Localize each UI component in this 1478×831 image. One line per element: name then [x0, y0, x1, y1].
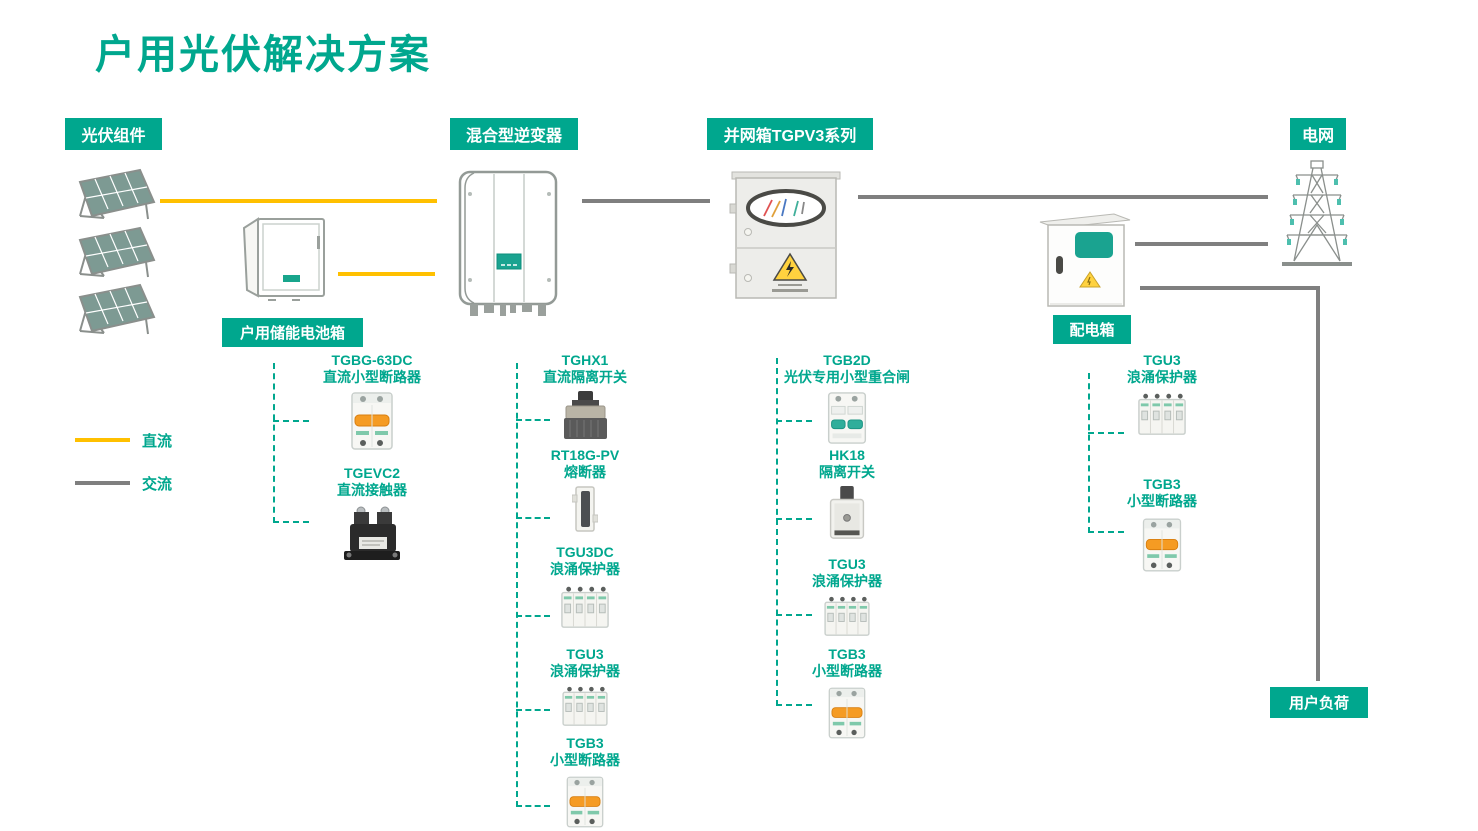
dashed-branch — [776, 420, 812, 422]
dashed-branch — [516, 419, 550, 421]
badge-distribution-box: 配电箱 — [1053, 315, 1131, 344]
component-item: TGB3 小型断路器 — [772, 646, 922, 741]
component-desc: 浪涌保护器 — [812, 573, 882, 589]
battery-cabinet-icon — [238, 212, 330, 302]
component-model: TGB3 — [1143, 476, 1181, 492]
product-image — [1138, 515, 1186, 575]
dashed-branch — [516, 805, 550, 807]
component-desc: 直流小型断路器 — [323, 369, 421, 385]
ac-line-gridbox-to-grid — [858, 195, 1268, 199]
component-model: TGB2D — [823, 352, 871, 368]
product-image — [572, 486, 598, 532]
legend-dc-line — [75, 438, 130, 442]
component-model: TGB3 — [566, 735, 604, 751]
product-image — [828, 486, 866, 542]
component-model: TGB3 — [828, 646, 866, 662]
component-desc: 直流隔离开关 — [543, 369, 627, 385]
product-image — [1137, 391, 1187, 437]
dashed-connector-distbox — [1088, 373, 1090, 533]
component-desc: 光伏专用小型重合闸 — [784, 369, 910, 385]
product-image — [821, 595, 873, 637]
legend-ac-line — [75, 481, 130, 485]
distribution-box-icon — [1038, 208, 1132, 312]
component-model: TGU3 — [1143, 352, 1181, 368]
badge-user-load: 用户负荷 — [1270, 687, 1368, 718]
component-item: TGB3 小型断路器 — [520, 735, 650, 830]
product-image — [560, 583, 610, 631]
component-model: TGU3 — [828, 556, 866, 572]
inverter-cabinet-icon — [452, 168, 560, 318]
dc-line-pv-to-inverter — [160, 199, 437, 203]
product-image — [559, 685, 611, 727]
ac-line-distbox-to-load-h — [1140, 286, 1320, 290]
dashed-branch — [516, 615, 550, 617]
product-image — [824, 685, 870, 741]
dashed-connector-battery — [273, 363, 275, 523]
product-image — [562, 774, 608, 830]
dashed-branch — [1088, 432, 1124, 434]
grid-connection-box-icon — [728, 166, 844, 304]
component-desc: 小型断路器 — [812, 663, 882, 679]
component-desc: 直流接触器 — [337, 482, 407, 498]
dashed-connector-gridbox — [776, 358, 778, 706]
component-desc: 浪涌保护器 — [1127, 369, 1197, 385]
dc-line-battery-to-inverter — [338, 272, 435, 276]
component-desc: 浪涌保护器 — [550, 663, 620, 679]
component-item: TGEVC2 直流接触器 — [307, 465, 437, 564]
dashed-branch — [776, 518, 812, 520]
component-desc: 隔离开关 — [819, 464, 875, 480]
legend-dc-label: 直流 — [142, 433, 173, 450]
ac-line-inverter-to-gridbox — [582, 199, 710, 203]
dashed-branch — [776, 704, 812, 706]
component-desc: 小型断路器 — [1127, 493, 1197, 509]
product-image — [823, 391, 871, 445]
dashed-branch — [516, 517, 550, 519]
product-image — [343, 391, 401, 451]
dashed-branch — [516, 709, 550, 711]
solar-panel-icon — [66, 166, 156, 224]
legend-ac-label: 交流 — [142, 476, 173, 493]
dashed-branch — [273, 521, 309, 523]
component-item: TGBG-63DC 直流小型断路器 — [307, 352, 437, 451]
component-model: TGBG-63DC — [331, 352, 413, 368]
dashed-branch — [273, 420, 309, 422]
badge-pv-modules: 光伏组件 — [65, 118, 162, 150]
dashed-branch — [1088, 531, 1124, 533]
component-desc: 熔断器 — [564, 464, 606, 480]
badge-grid: 电网 — [1290, 118, 1346, 150]
component-item: RT18G-PV 熔断器 — [520, 447, 650, 532]
component-desc: 浪涌保护器 — [550, 561, 620, 577]
component-item: HK18 隔离开关 — [772, 447, 922, 542]
dashed-branch — [776, 614, 812, 616]
ac-line-distbox-to-load-v — [1316, 286, 1320, 681]
component-item: TGU3 浪涌保护器 — [520, 646, 650, 727]
component-model: TGU3DC — [556, 544, 614, 560]
grid-tower-icon — [1282, 155, 1352, 270]
component-item: TGU3 浪涌保护器 — [772, 556, 922, 637]
solar-panel-icon — [66, 281, 156, 339]
badge-battery-box: 户用储能电池箱 — [222, 318, 363, 347]
ac-line-distbox-to-grid — [1135, 242, 1268, 246]
component-item: TGB3 小型断路器 — [1097, 476, 1227, 575]
component-item: TGHX1 直流隔离开关 — [520, 352, 650, 441]
dashed-connector-inverter — [516, 363, 518, 807]
product-image — [342, 504, 402, 564]
component-item: TGB2D 光伏专用小型重合闸 — [772, 352, 922, 445]
component-item: TGU3 浪涌保护器 — [1097, 352, 1227, 437]
component-model: TGEVC2 — [343, 465, 400, 481]
component-model: TGU3 — [566, 646, 604, 662]
solar-panel-icon — [66, 224, 156, 282]
component-desc: 小型断路器 — [550, 752, 620, 768]
page-title: 户用光伏解决方案 — [95, 33, 431, 77]
badge-hybrid-inverter: 混合型逆变器 — [450, 118, 578, 150]
component-model: RT18G-PV — [550, 447, 620, 463]
product-image — [562, 391, 608, 441]
component-item: TGU3DC 浪涌保护器 — [520, 544, 650, 631]
badge-grid-box: 并网箱TGPV3系列 — [707, 118, 873, 150]
component-model: HK18 — [829, 447, 865, 463]
component-model: TGHX1 — [561, 352, 609, 368]
